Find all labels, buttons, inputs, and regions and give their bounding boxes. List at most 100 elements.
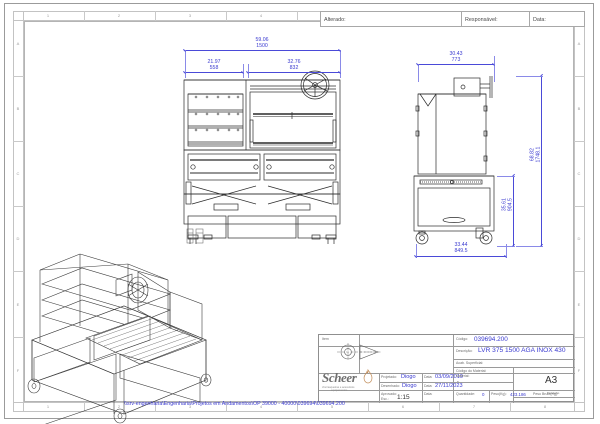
zone-label-bottom-5: 5 <box>330 404 334 409</box>
tb-rule <box>513 397 575 398</box>
projection-symbol-icon <box>333 341 385 363</box>
zone-label-right-f: F <box>577 368 581 373</box>
zone-divider <box>297 402 298 412</box>
zone-label-right-a: A <box>577 41 581 46</box>
dim-side-bottom-inch: 33.44 <box>454 242 468 248</box>
net-weight-value: 423.186 <box>510 392 526 397</box>
zone-divider <box>368 402 369 412</box>
zone-label-top-3: 3 <box>188 13 192 18</box>
dim-height-body-mm: 904.5 <box>507 198 513 212</box>
dim-front-right-mm: 832 <box>289 64 299 71</box>
title-block: Item Scheer churrasq <box>318 334 575 403</box>
zone-label-bottom-8: 8 <box>543 404 547 409</box>
tb-rule <box>489 390 490 403</box>
zone-label-bottom-1: 1 <box>46 404 50 409</box>
zone-label-right-e: E <box>577 302 581 307</box>
zone-label-left-b: B <box>16 106 20 111</box>
tb-rule <box>513 390 575 391</box>
zone-label-top-4: 4 <box>259 13 263 18</box>
zone-divider <box>155 11 156 21</box>
tb-rule <box>379 382 513 383</box>
zone-label-right-b: B <box>577 106 581 111</box>
logo-subtitle-2: equipamentos <box>331 389 348 392</box>
zone-label-top-2: 2 <box>117 13 121 18</box>
logo-subtitle: churrasqueiras e acessórios <box>322 386 355 389</box>
zone-label-left-a: A <box>16 41 20 46</box>
responsible-label: Responsável: <box>465 17 498 23</box>
company-logo: Scheer churrasqueiras e acessórios equip… <box>321 368 387 394</box>
date-value-1: 03/09/2019 <box>435 374 463 380</box>
zone-label-bottom-3: 3 <box>188 404 192 409</box>
tb-rule <box>422 390 423 403</box>
date-label-3: Data: <box>424 392 433 396</box>
date-label-2: Data: <box>424 384 433 388</box>
zone-divider <box>13 76 24 77</box>
zone-divider <box>155 402 156 412</box>
tb-rule <box>453 335 454 403</box>
gross-weight-label: Peso Bruto(Kg): <box>533 392 558 396</box>
zone-divider <box>574 76 585 77</box>
zone-divider <box>13 141 24 142</box>
zone-divider <box>226 402 227 412</box>
description-label: Descrição: <box>456 349 473 353</box>
designed-value: Diogo <box>401 374 416 380</box>
finish-label: Acab. Superficial: <box>456 361 484 365</box>
sheet-outer-border <box>4 3 594 419</box>
drawn-label: Desenhado: <box>381 384 400 388</box>
dim-front-left-mm: 558 <box>209 64 219 71</box>
tb-rule <box>513 367 514 403</box>
zone-label-left-c: C <box>16 171 20 176</box>
material-code-label: Código do Material: <box>456 368 487 373</box>
sheet-size-value: A3 <box>545 375 558 386</box>
tb-rule <box>453 367 575 368</box>
dim-front-overall-inch: 59.06 <box>255 37 269 43</box>
zone-band-left <box>13 11 24 412</box>
zone-divider <box>574 271 585 272</box>
zone-divider <box>574 141 585 142</box>
code-value: 039694.200 <box>474 335 508 343</box>
zone-label-left-f: F <box>16 368 20 373</box>
date-label: Data: <box>533 17 546 23</box>
dim-front-left-inch: 21.97 <box>207 59 221 65</box>
file-path-footer: \\srv-engenharia\Engenharia\Projetos em … <box>124 401 345 407</box>
zone-divider <box>297 11 298 21</box>
quantity-value: 0 <box>482 392 485 397</box>
tb-rule <box>319 373 575 374</box>
dim-front-overall-mm: 1500 <box>256 42 268 49</box>
tb-rule <box>453 359 575 360</box>
zone-label-top-1: 1 <box>46 13 50 18</box>
tb-rule <box>359 335 360 346</box>
dim-side-top-mm: 773 <box>451 56 461 63</box>
tb-rule <box>453 346 575 347</box>
zone-divider <box>439 402 440 412</box>
zone-divider <box>574 206 585 207</box>
sheet-inner-border <box>24 21 574 402</box>
logo-text: Scheer <box>322 370 357 385</box>
zone-label-right-d: D <box>577 236 581 241</box>
date-label-1: Data: <box>424 375 433 379</box>
zone-label-left-e: E <box>16 302 20 307</box>
zone-divider <box>13 271 24 272</box>
zone-label-bottom-4: 4 <box>259 404 263 409</box>
description-value: LVR 375 1500 AGA INOX 430 <box>478 347 566 354</box>
zone-label-right-c: C <box>577 171 581 176</box>
material-value: - <box>457 379 459 385</box>
item-label: Item <box>322 337 329 341</box>
net-weight-label: Peso(Kg): <box>491 392 507 396</box>
zone-divider <box>84 11 85 21</box>
scale-value: 1:15 <box>397 394 410 401</box>
zone-label-bottom-7: 7 <box>472 404 476 409</box>
material-label: Material: <box>456 374 470 378</box>
flame-icon <box>361 368 375 384</box>
drawn-value: Diogo <box>402 383 417 389</box>
sheet-size-label: Tamanho <box>547 391 560 395</box>
zone-divider <box>574 337 585 338</box>
date-value-2: 27/11/2023 <box>435 383 463 389</box>
revision-header-strip: Alterado: Responsável: Data: <box>320 11 585 27</box>
zone-label-bottom-2: 2 <box>117 404 121 409</box>
tb-rule <box>422 373 423 390</box>
dim-side-top-inch: 30.43 <box>449 51 463 57</box>
dim-height-total-mm: 1748.1 <box>535 146 541 163</box>
tb-rule <box>319 390 379 391</box>
